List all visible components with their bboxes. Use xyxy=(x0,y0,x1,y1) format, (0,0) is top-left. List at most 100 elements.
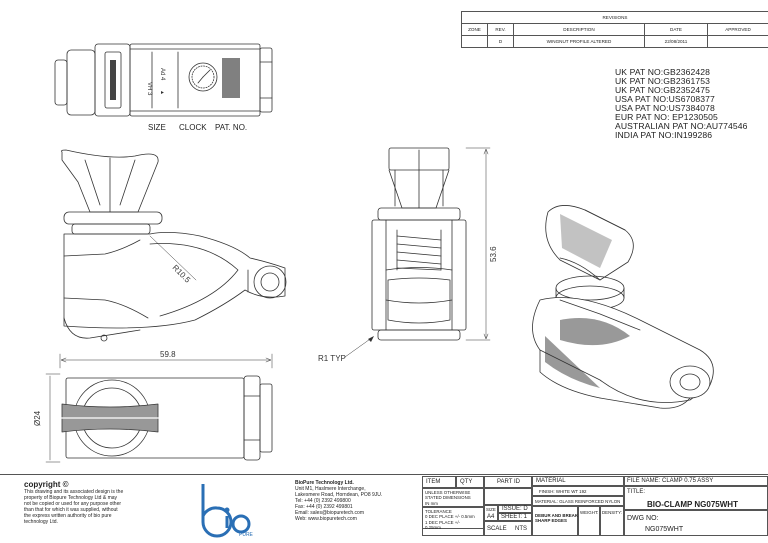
copyright-text: This drawing and its associated design i… xyxy=(24,489,123,525)
density-cell: DENSITY: xyxy=(600,506,624,536)
file-name-cell: FILE NAME: CLAMP 0.75 ASSY xyxy=(624,476,768,486)
side-view: 53.6 R1 TYP xyxy=(318,147,498,363)
tolerance-cell: TOLERANCE 0 DEC PLACE +/- 0.5mm 1 DEC PL… xyxy=(422,507,484,531)
tolerance-text: TOLERANCE 0 DEC PLACE +/- 0.5mm 1 DEC PL… xyxy=(425,509,475,531)
finish-text: FINISH: WHITE WT 192 xyxy=(539,489,587,494)
company-line-1: Unit M1, Haslmere Interchange, xyxy=(295,486,366,492)
drawing-views: VH 3 Ad 4 ▲ R10.5 xyxy=(33,43,714,463)
tolerance-foot xyxy=(422,529,484,536)
patent-5: USA PAT NO:US7384078 xyxy=(615,103,715,113)
unless-text: UNLESS OTHERWISE STATED DIMENSIONS IN mm xyxy=(425,490,471,506)
qty-cell: QTY xyxy=(456,476,484,488)
bottom-view: 59.8 Ø24 xyxy=(33,350,273,463)
issue-cell: ISSUE: D xyxy=(498,505,532,513)
company-line-6: Web: www.biopuretech.com xyxy=(295,516,357,522)
patent-1: UK PAT NO:GB2362428 xyxy=(615,67,711,77)
deburr-line-1: DEBUR AND BREAK xyxy=(535,513,579,518)
sheet-label: SHEET: 1 xyxy=(501,514,528,520)
copyright-line-4: than that for which it was supplied, wit… xyxy=(24,507,118,513)
revisions-table: REVISIONS ZONE REV. DESCRIPTION DATE APP… xyxy=(461,11,768,48)
patent-2: UK PAT NO:GB2361753 xyxy=(615,76,711,86)
logo-sub: PURE xyxy=(239,532,254,538)
patent-4: USA PAT NO:US6708377 xyxy=(615,94,715,104)
scale-value: NTS xyxy=(515,526,527,532)
material-heading-cell: MATERIAL xyxy=(532,476,624,486)
patent-list: UK PAT NO:GB2362428 UK PAT NO:GB2361753 … xyxy=(615,68,748,140)
dim-width-label: 59.8 xyxy=(160,350,176,359)
dwg-cell: DWG NO: NG075WHT xyxy=(624,510,768,536)
label-pat-no: PAT. NO. xyxy=(215,123,248,132)
patent-6: EUR PAT NO: EP1230505 xyxy=(615,112,718,122)
label-size: SIZE xyxy=(148,123,166,132)
size-label: SIZE xyxy=(486,507,496,512)
blank-cell xyxy=(484,488,532,505)
copyright-line-1: This drawing and its associated design i… xyxy=(24,489,124,495)
deburr-line-2: SHARP EDGES xyxy=(535,518,567,524)
title-block-divider xyxy=(0,474,768,475)
rev-rev: D xyxy=(487,35,514,48)
copyright-line-6: technology Ltd. xyxy=(24,519,58,525)
scale-label: SCALE xyxy=(487,526,507,532)
finish-cell: FINISH: WHITE WT 192 xyxy=(532,486,624,496)
size-value: A4 xyxy=(487,514,495,520)
copyright-line-5: the express written authority of bio pur… xyxy=(24,513,112,519)
file-name: FILE NAME: CLAMP 0.75 ASSY xyxy=(627,478,714,484)
label-clock: CLOCK xyxy=(179,123,207,132)
size-cell: SIZE A4 xyxy=(484,505,498,521)
copyright-title: copyright © xyxy=(24,480,69,489)
deburr-cell: DEBUR AND BREAK SHARP EDGES xyxy=(532,506,578,536)
copyright-line-2: property of Biopure Technology Ltd & may xyxy=(24,495,118,501)
weight-cell: WEIGHT: xyxy=(578,506,600,536)
dim-diameter-label: Ø24 xyxy=(33,410,42,426)
copyright-line-3: not be copied or used for any purpose ot… xyxy=(24,501,122,507)
svg-text:▲: ▲ xyxy=(159,90,165,95)
patent-3: UK PAT NO:GB2352475 xyxy=(615,85,711,95)
sheet-cell: SHEET: 1 xyxy=(498,513,532,521)
svg-text:VH 3: VH 3 xyxy=(146,82,152,96)
material-cell: MATERIAL: GLASS REINFORCED NYLON xyxy=(532,496,624,506)
deburr-text: DEBUR AND BREAK SHARP EDGES xyxy=(535,513,578,524)
company-line-2: Lakesmere Road, Horndean, PO8 9JU. xyxy=(295,492,383,498)
scale-cell: SCALE NTS xyxy=(484,521,532,536)
partid-label: PART ID xyxy=(497,479,521,485)
patent-7: AUSTRALIAN PAT NO:AU774546 xyxy=(615,121,748,131)
material-value: MATERIAL: GLASS REINFORCED NYLON xyxy=(535,499,621,504)
company-line-4: Fax: +44 (0) 2392 499801 xyxy=(295,504,353,510)
unless-line-1: UNLESS OTHERWISE xyxy=(425,490,471,495)
company-line-5: Email: sales@biopuretech.com xyxy=(295,510,364,516)
dim-height-label: 53.6 xyxy=(489,246,498,262)
issue-label: ISSUE: D xyxy=(502,506,528,512)
dim-radius-label: R10.5 xyxy=(171,263,193,285)
qty-label: QTY xyxy=(460,479,473,485)
tolerance-line-1: TOLERANCE xyxy=(425,509,452,514)
unless-line-3: IN mm xyxy=(425,500,438,506)
isometric-view xyxy=(532,205,714,409)
dwg-label: DWG NO: xyxy=(627,515,659,522)
item-label: ITEM xyxy=(426,479,441,485)
partid-cell: PART ID xyxy=(484,476,532,488)
top-view: VH 3 Ad 4 ▲ xyxy=(54,43,273,117)
title-label: TITLE: xyxy=(627,489,646,495)
material-heading: MATERIAL xyxy=(536,478,566,484)
weight-label: WEIGHT: xyxy=(580,510,599,515)
tolerance-line-4: 0.25mm xyxy=(425,525,441,531)
copyright-box: copyright © This drawing and its associa… xyxy=(22,478,186,536)
dim-fillet-label: R1 TYP xyxy=(318,354,346,363)
tolerance-line-2: 0 DEC PLACE +/- 0.5mm xyxy=(425,514,475,520)
title-cell: TITLE: BIO-CLAMP NG075WHT xyxy=(624,486,768,510)
patent-8: INDIA PAT NO:IN199286 xyxy=(615,130,713,140)
dwg-value: NG075WHT xyxy=(645,526,684,533)
biopure-logo: PURE xyxy=(201,484,254,538)
tolerance-line-3: 1 DEC PLACE +/- xyxy=(425,519,461,525)
unless-cell: UNLESS OTHERWISE STATED DIMENSIONS IN mm xyxy=(422,488,484,507)
title-value: BIO-CLAMP NG075WHT xyxy=(647,500,738,509)
company-address: BioPure Technology Ltd. Unit M1, Haslmer… xyxy=(295,480,382,522)
company-name: BioPure Technology Ltd. xyxy=(295,480,354,486)
svg-text:Ad 4: Ad 4 xyxy=(159,68,165,81)
item-cell: ITEM xyxy=(422,476,456,488)
front-view: R10.5 xyxy=(61,149,287,342)
company-line-3: Tel: +44 (0) 2392 499800 xyxy=(295,498,351,504)
density-label: DENSITY: xyxy=(602,510,623,515)
unless-line-2: STATED DIMENSIONS xyxy=(425,495,471,501)
